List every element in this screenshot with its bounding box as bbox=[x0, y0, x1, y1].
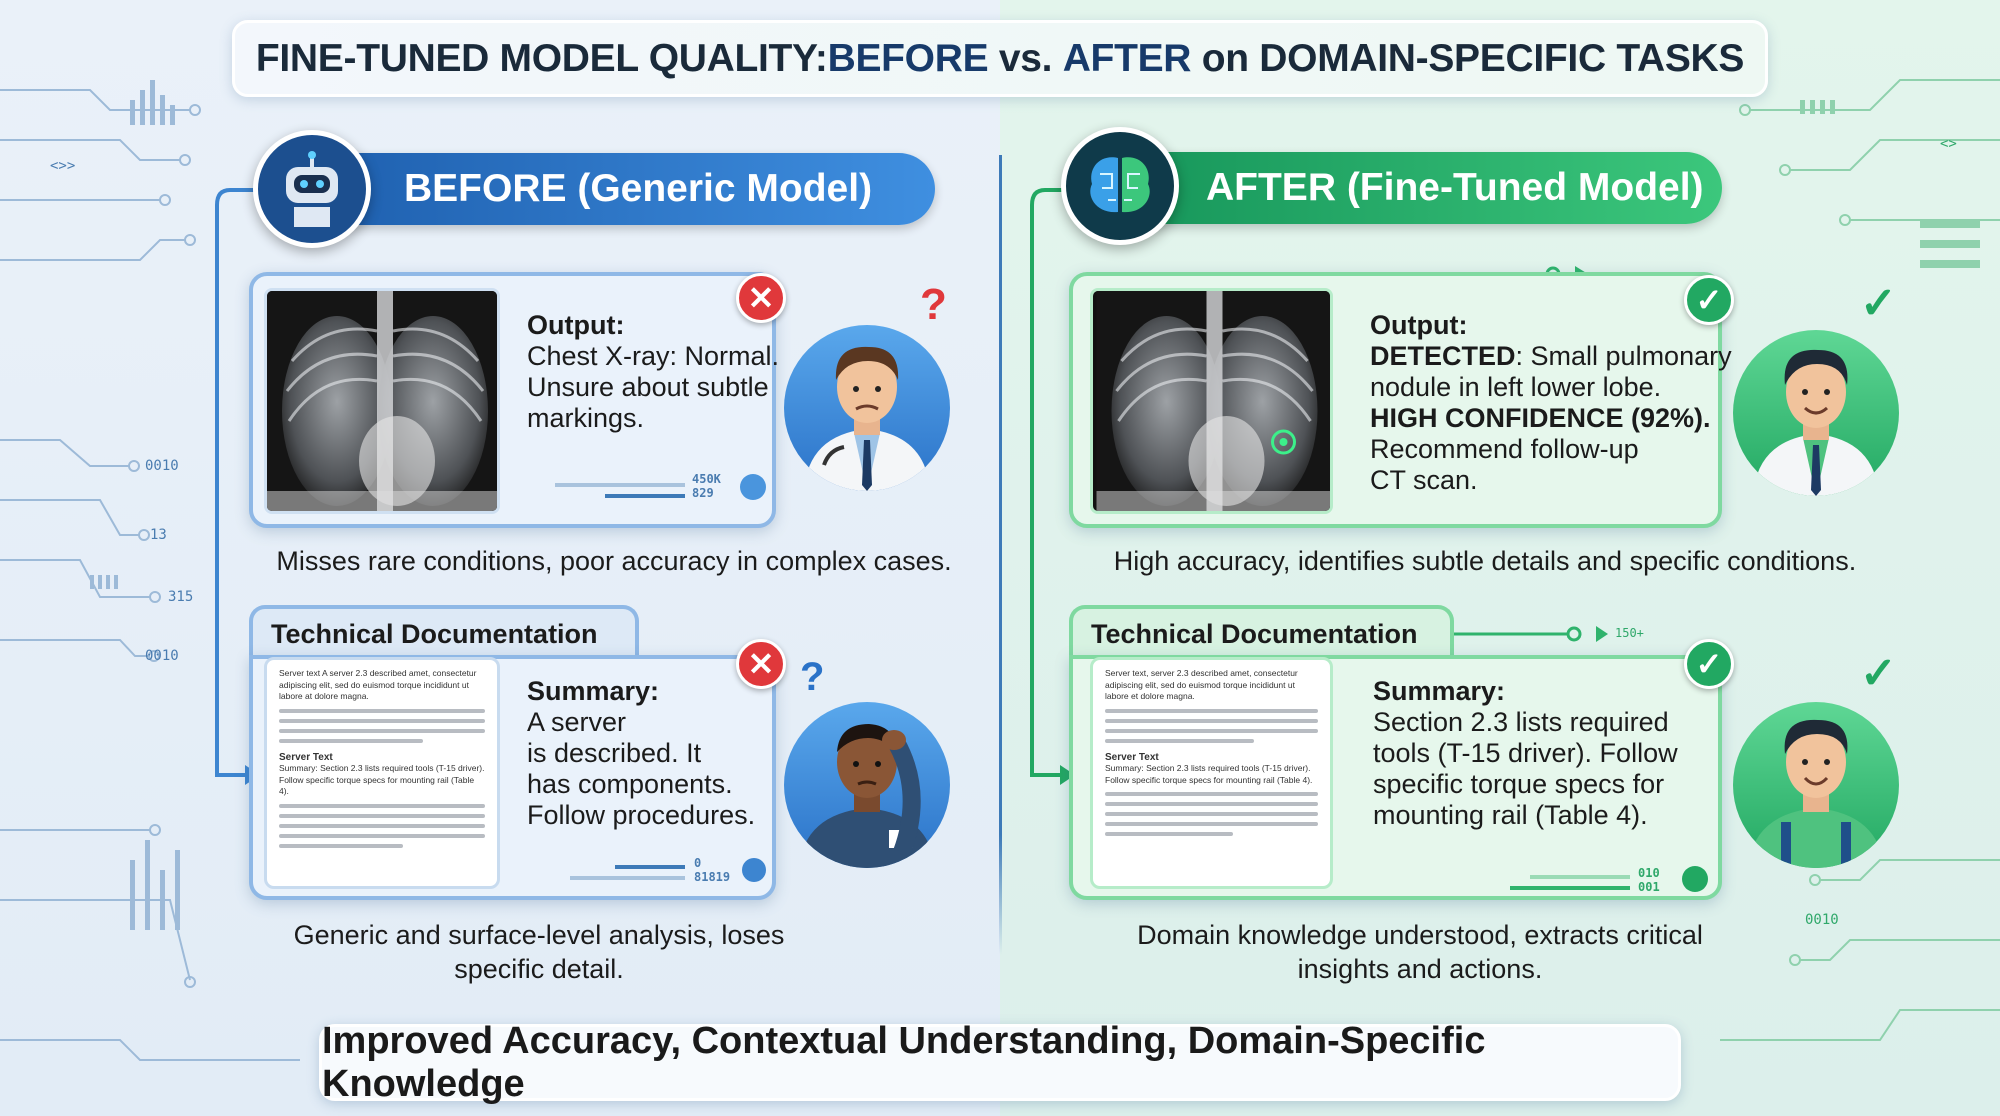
stat-value: 829 bbox=[692, 486, 714, 500]
decor-label: 315 bbox=[168, 589, 194, 605]
doc-heading: Server Text bbox=[1105, 751, 1159, 763]
detected-label: DETECTED bbox=[1370, 341, 1516, 371]
summary-line: Section 2.3 lists required bbox=[1373, 707, 1669, 737]
output-label: Output: bbox=[1370, 310, 1468, 340]
summary-line: Follow procedures. bbox=[527, 800, 756, 830]
title-vs: vs. bbox=[988, 36, 1063, 80]
before-doc-caption: Generic and surface-level analysis, lose… bbox=[249, 918, 829, 986]
question-mark-icon: ? bbox=[800, 655, 825, 699]
decor-label: 13 bbox=[150, 527, 167, 543]
caption-line: specific detail. bbox=[454, 954, 624, 984]
nodule-marker bbox=[1271, 429, 1296, 455]
stat-value: 010 bbox=[1638, 866, 1660, 880]
summary-line: A server bbox=[527, 707, 627, 737]
confidence-label: HIGH CONFIDENCE (92%). bbox=[1370, 403, 1711, 433]
stat-value: 450K bbox=[692, 472, 721, 486]
caption-line: Domain knowledge understood, extracts cr… bbox=[1137, 920, 1703, 950]
after-doc-tab: Technical Documentation bbox=[1069, 605, 1454, 657]
tab-stat: 150+ bbox=[1615, 626, 1644, 640]
output-line: markings. bbox=[527, 403, 645, 433]
after-header: AFTER (Fine-Tuned Model) bbox=[1120, 152, 1722, 224]
doc-summary: Summary: Section 2.3 lists required tool… bbox=[279, 763, 485, 796]
summary-label: Summary: bbox=[527, 676, 660, 706]
banner-text: Improved Accuracy, Contextual Understand… bbox=[322, 1019, 1486, 1105]
output-line: : Small pulmonary bbox=[1515, 341, 1732, 371]
output-line: Recommend follow-up bbox=[1370, 434, 1639, 464]
error-x-icon: ✕ bbox=[736, 273, 786, 323]
technical-document: Server text A server 2.3 described amet,… bbox=[264, 657, 500, 889]
output-label: Output: bbox=[527, 310, 625, 340]
confused-technician-avatar bbox=[784, 702, 950, 868]
page-title: FINE-TUNED MODEL QUALITY: BEFORE vs. AFT… bbox=[232, 20, 1768, 97]
technical-document: Server text, server 2.3 described amet, … bbox=[1090, 657, 1333, 889]
output-line: Chest X-ray: Normal. bbox=[527, 341, 780, 371]
before-output-caption: Misses rare conditions, poor accuracy in… bbox=[276, 546, 952, 576]
title-before: BEFORE bbox=[827, 36, 989, 80]
caption-line: Generic and surface-level analysis, lose… bbox=[293, 920, 785, 950]
summary-line: has components. bbox=[527, 769, 733, 799]
after-doc-caption: Domain knowledge understood, extracts cr… bbox=[1100, 918, 1740, 986]
stat-bars bbox=[555, 480, 685, 498]
before-header-label: BEFORE (Generic Model) bbox=[404, 167, 873, 210]
target-icon bbox=[1682, 866, 1708, 892]
magnifier-icon bbox=[740, 474, 766, 500]
caption-line: insights and actions. bbox=[1297, 954, 1543, 984]
decor-label: <> bbox=[1940, 136, 1957, 152]
stat-bars bbox=[1510, 872, 1630, 890]
after-summary-text: Summary: Section 2.3 lists required tool… bbox=[1373, 676, 1678, 831]
chest-xray-image bbox=[1090, 288, 1333, 514]
success-check-icon: ✓ bbox=[1684, 639, 1734, 689]
decor-label: 0010 bbox=[145, 458, 179, 474]
doc-summary: Summary: Section 2.3 lists required tool… bbox=[1105, 763, 1313, 785]
before-doc-tab: Technical Documentation bbox=[249, 605, 639, 657]
title-text: FINE-TUNED MODEL QUALITY: bbox=[255, 36, 828, 80]
after-header-label: AFTER (Fine-Tuned Model) bbox=[1206, 166, 1704, 209]
doc-intro: Server text A server 2.3 described amet,… bbox=[279, 668, 477, 701]
checkmark-icon: ✓ bbox=[1860, 649, 1897, 698]
stat-value: 0 bbox=[694, 856, 702, 870]
summary-line: mounting rail (Table 4). bbox=[1373, 800, 1648, 830]
magnifier-icon bbox=[742, 858, 766, 882]
before-header: BEFORE (Generic Model) bbox=[312, 153, 935, 225]
doc-heading: Server Text bbox=[279, 751, 333, 763]
after-output-text: Output: DETECTED: Small pulmonary nodule… bbox=[1370, 310, 1732, 496]
title-text: on DOMAIN-SPECIFIC TASKS bbox=[1191, 36, 1745, 80]
after-output-caption: High accuracy, identifies subtle details… bbox=[1113, 546, 1857, 576]
summary-banner: Improved Accuracy, Contextual Understand… bbox=[319, 1020, 1681, 1105]
output-line: CT scan. bbox=[1370, 465, 1478, 495]
before-output-text: Output: Chest X-ray: Normal. Unsure abou… bbox=[527, 310, 779, 434]
checkmark-icon: ✓ bbox=[1860, 279, 1897, 328]
decor-label: 0010 bbox=[1805, 912, 1839, 928]
stat-bars bbox=[570, 862, 685, 880]
stat-value: 81819 bbox=[694, 870, 731, 884]
brain-icon bbox=[1061, 127, 1179, 245]
summary-line: tools (T-15 driver). Follow bbox=[1373, 738, 1678, 768]
confused-doctor-avatar bbox=[784, 325, 950, 491]
before-summary-text: Summary: A server is described. It has c… bbox=[527, 676, 755, 831]
success-check-icon: ✓ bbox=[1684, 275, 1734, 325]
section-divider bbox=[999, 155, 1002, 955]
summary-line: specific torque specs for bbox=[1373, 769, 1665, 799]
circuit-line bbox=[1450, 626, 1608, 642]
summary-line: is described. It bbox=[527, 738, 702, 768]
doc-intro: Server text, server 2.3 described amet, … bbox=[1105, 668, 1298, 701]
output-line: Unsure about subtle bbox=[527, 372, 769, 402]
output-line: nodule in left lower lobe. bbox=[1370, 372, 1662, 402]
stat-value: 001 bbox=[1638, 880, 1660, 894]
error-x-icon: ✕ bbox=[736, 639, 786, 689]
question-mark-icon: ? bbox=[920, 280, 947, 329]
title-after: AFTER bbox=[1062, 36, 1192, 80]
robot-icon bbox=[253, 130, 371, 248]
decor-code: <>> bbox=[50, 158, 76, 174]
decor-label: 0010 bbox=[145, 648, 179, 664]
connector-arrow bbox=[1030, 188, 1080, 785]
summary-label: Summary: bbox=[1373, 676, 1506, 706]
confident-technician-avatar bbox=[1733, 702, 1899, 868]
confident-doctor-avatar bbox=[1733, 330, 1899, 496]
chest-xray-image bbox=[264, 288, 500, 514]
